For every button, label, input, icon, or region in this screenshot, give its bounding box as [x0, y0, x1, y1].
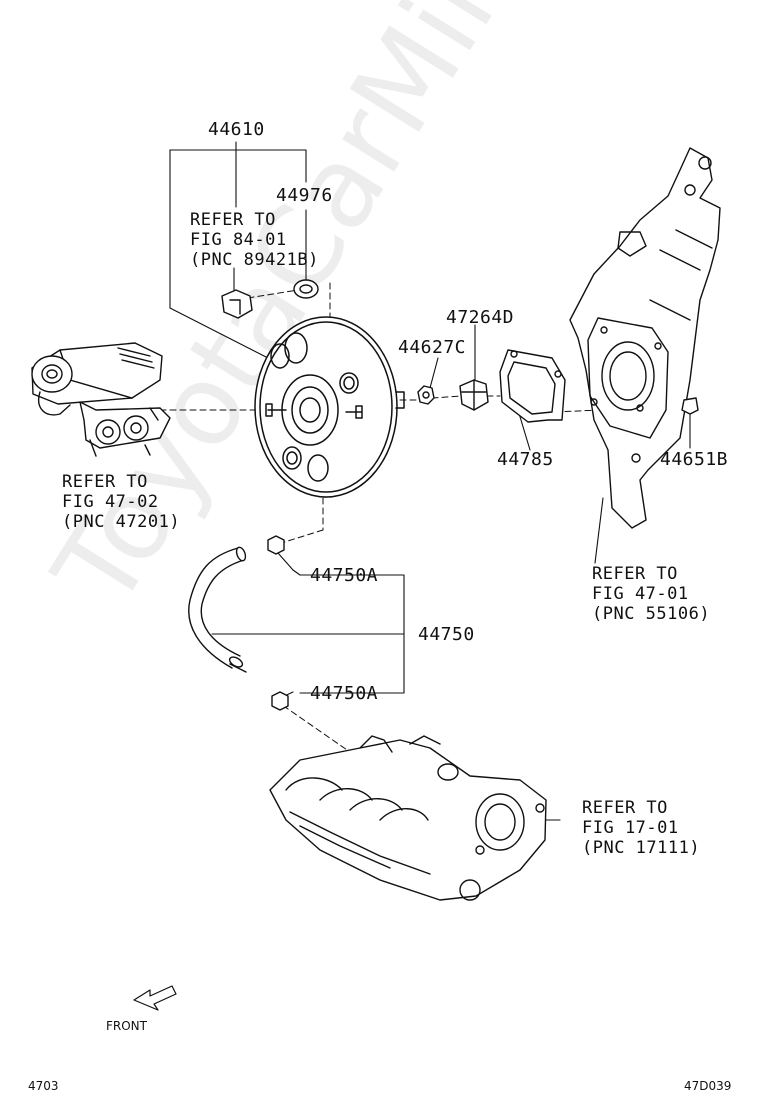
figure-number-left: 4703 — [28, 1079, 59, 1093]
part-44651b-label: 44651B — [660, 449, 729, 470]
reference-line: (PNC 89421B) — [190, 250, 319, 270]
reference-line: FIG 47-02 — [62, 492, 159, 512]
reference-line: (PNC 17111) — [582, 838, 701, 858]
hose-clamps — [267, 535, 289, 711]
reference-line: REFER TO — [190, 210, 276, 230]
reference-line: (PNC 55106) — [592, 604, 711, 624]
brake-booster — [254, 316, 405, 498]
part-44610-label: 44610 — [208, 119, 265, 140]
illustration-code-right: 47D039 — [684, 1079, 732, 1093]
reference-line: REFER TO — [62, 472, 148, 492]
pedal-bracket — [569, 147, 721, 529]
reference-line: FIG 47-01 — [592, 584, 689, 604]
reference-line: REFER TO — [582, 798, 668, 818]
part-44976-label: 44976 — [276, 185, 333, 206]
part-44750-label: 44750 — [418, 624, 475, 645]
master-cylinder — [31, 342, 171, 457]
part-44750a-top-label: 44750A — [310, 565, 379, 586]
part-44627c-label: 44627C — [398, 337, 467, 358]
gasket-44785 — [499, 349, 566, 423]
reference-line: FIG 17-01 — [582, 818, 679, 838]
part-44750a-bottom-label: 44750A — [310, 683, 379, 704]
grommet-and-check-valve — [221, 279, 319, 319]
vacuum-hose — [188, 546, 247, 673]
reference-line: (PNC 47201) — [62, 512, 181, 532]
front-arrow — [133, 985, 177, 1011]
reference-line: REFER TO — [592, 564, 678, 584]
part-47264d-label: 47264D — [446, 307, 515, 328]
nut-and-spacer — [417, 379, 489, 411]
part-44785-label: 44785 — [497, 449, 554, 470]
front-direction-label: FRONT — [106, 1019, 147, 1033]
intake-manifold — [269, 735, 547, 901]
reference-line: FIG 84-01 — [190, 230, 287, 250]
